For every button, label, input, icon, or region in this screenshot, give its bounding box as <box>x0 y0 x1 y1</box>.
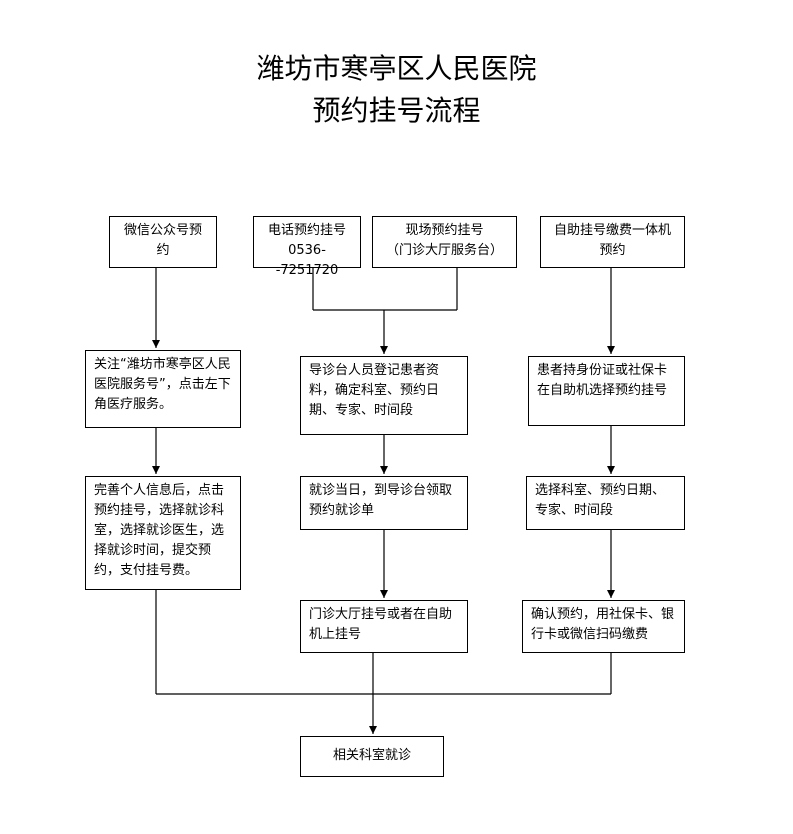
kiosk-step3-box: 确认预约，用社保卡、银行卡或微信扫码缴费 <box>522 600 685 653</box>
wechat-step2-box: 完善个人信息后，点击预约挂号，选择就诊科室，选择就诊医生，选择就诊时间，提交预约… <box>85 476 241 590</box>
onsite-entry-label: 现场预约挂号 <box>405 223 484 238</box>
onsite-entry-box: 现场预约挂号 （门诊大厅服务台） <box>372 216 517 268</box>
kiosk-entry-box: 自助挂号缴费一体机预约 <box>540 216 685 268</box>
final-step-box: 相关科室就诊 <box>300 736 444 777</box>
phone-entry-box: 电话预约挂号 0536--7251720 <box>253 216 361 278</box>
wechat-entry-box: 微信公众号预约 <box>109 216 217 268</box>
page-subtitle: 预约挂号流程 <box>312 94 481 127</box>
kiosk-step2-box: 选择科室、预约日期、专家、时间段 <box>526 476 685 530</box>
page-title: 潍坊市寒亭区人民医院 <box>256 52 537 85</box>
wechat-step1-box: 关注“潍坊市寒亭区人民医院服务号”，点击左下角医疗服务。 <box>85 350 241 428</box>
phone-number: 0536--7251720 <box>275 243 339 278</box>
desk-step2-box: 就诊当日，到导诊台领取预约就诊单 <box>300 476 468 530</box>
desk-step3-box: 门诊大厅挂号或者在自助机上挂号 <box>300 600 468 653</box>
desk-step1-box: 导诊台人员登记患者资料，确定科室、预约日期、专家、时间段 <box>300 356 468 435</box>
phone-entry-label: 电话预约挂号 <box>267 223 346 238</box>
onsite-entry-note: （门诊大厅服务台） <box>385 243 503 258</box>
kiosk-step1-box: 患者持身份证或社保卡在自助机选择预约挂号 <box>528 356 685 426</box>
